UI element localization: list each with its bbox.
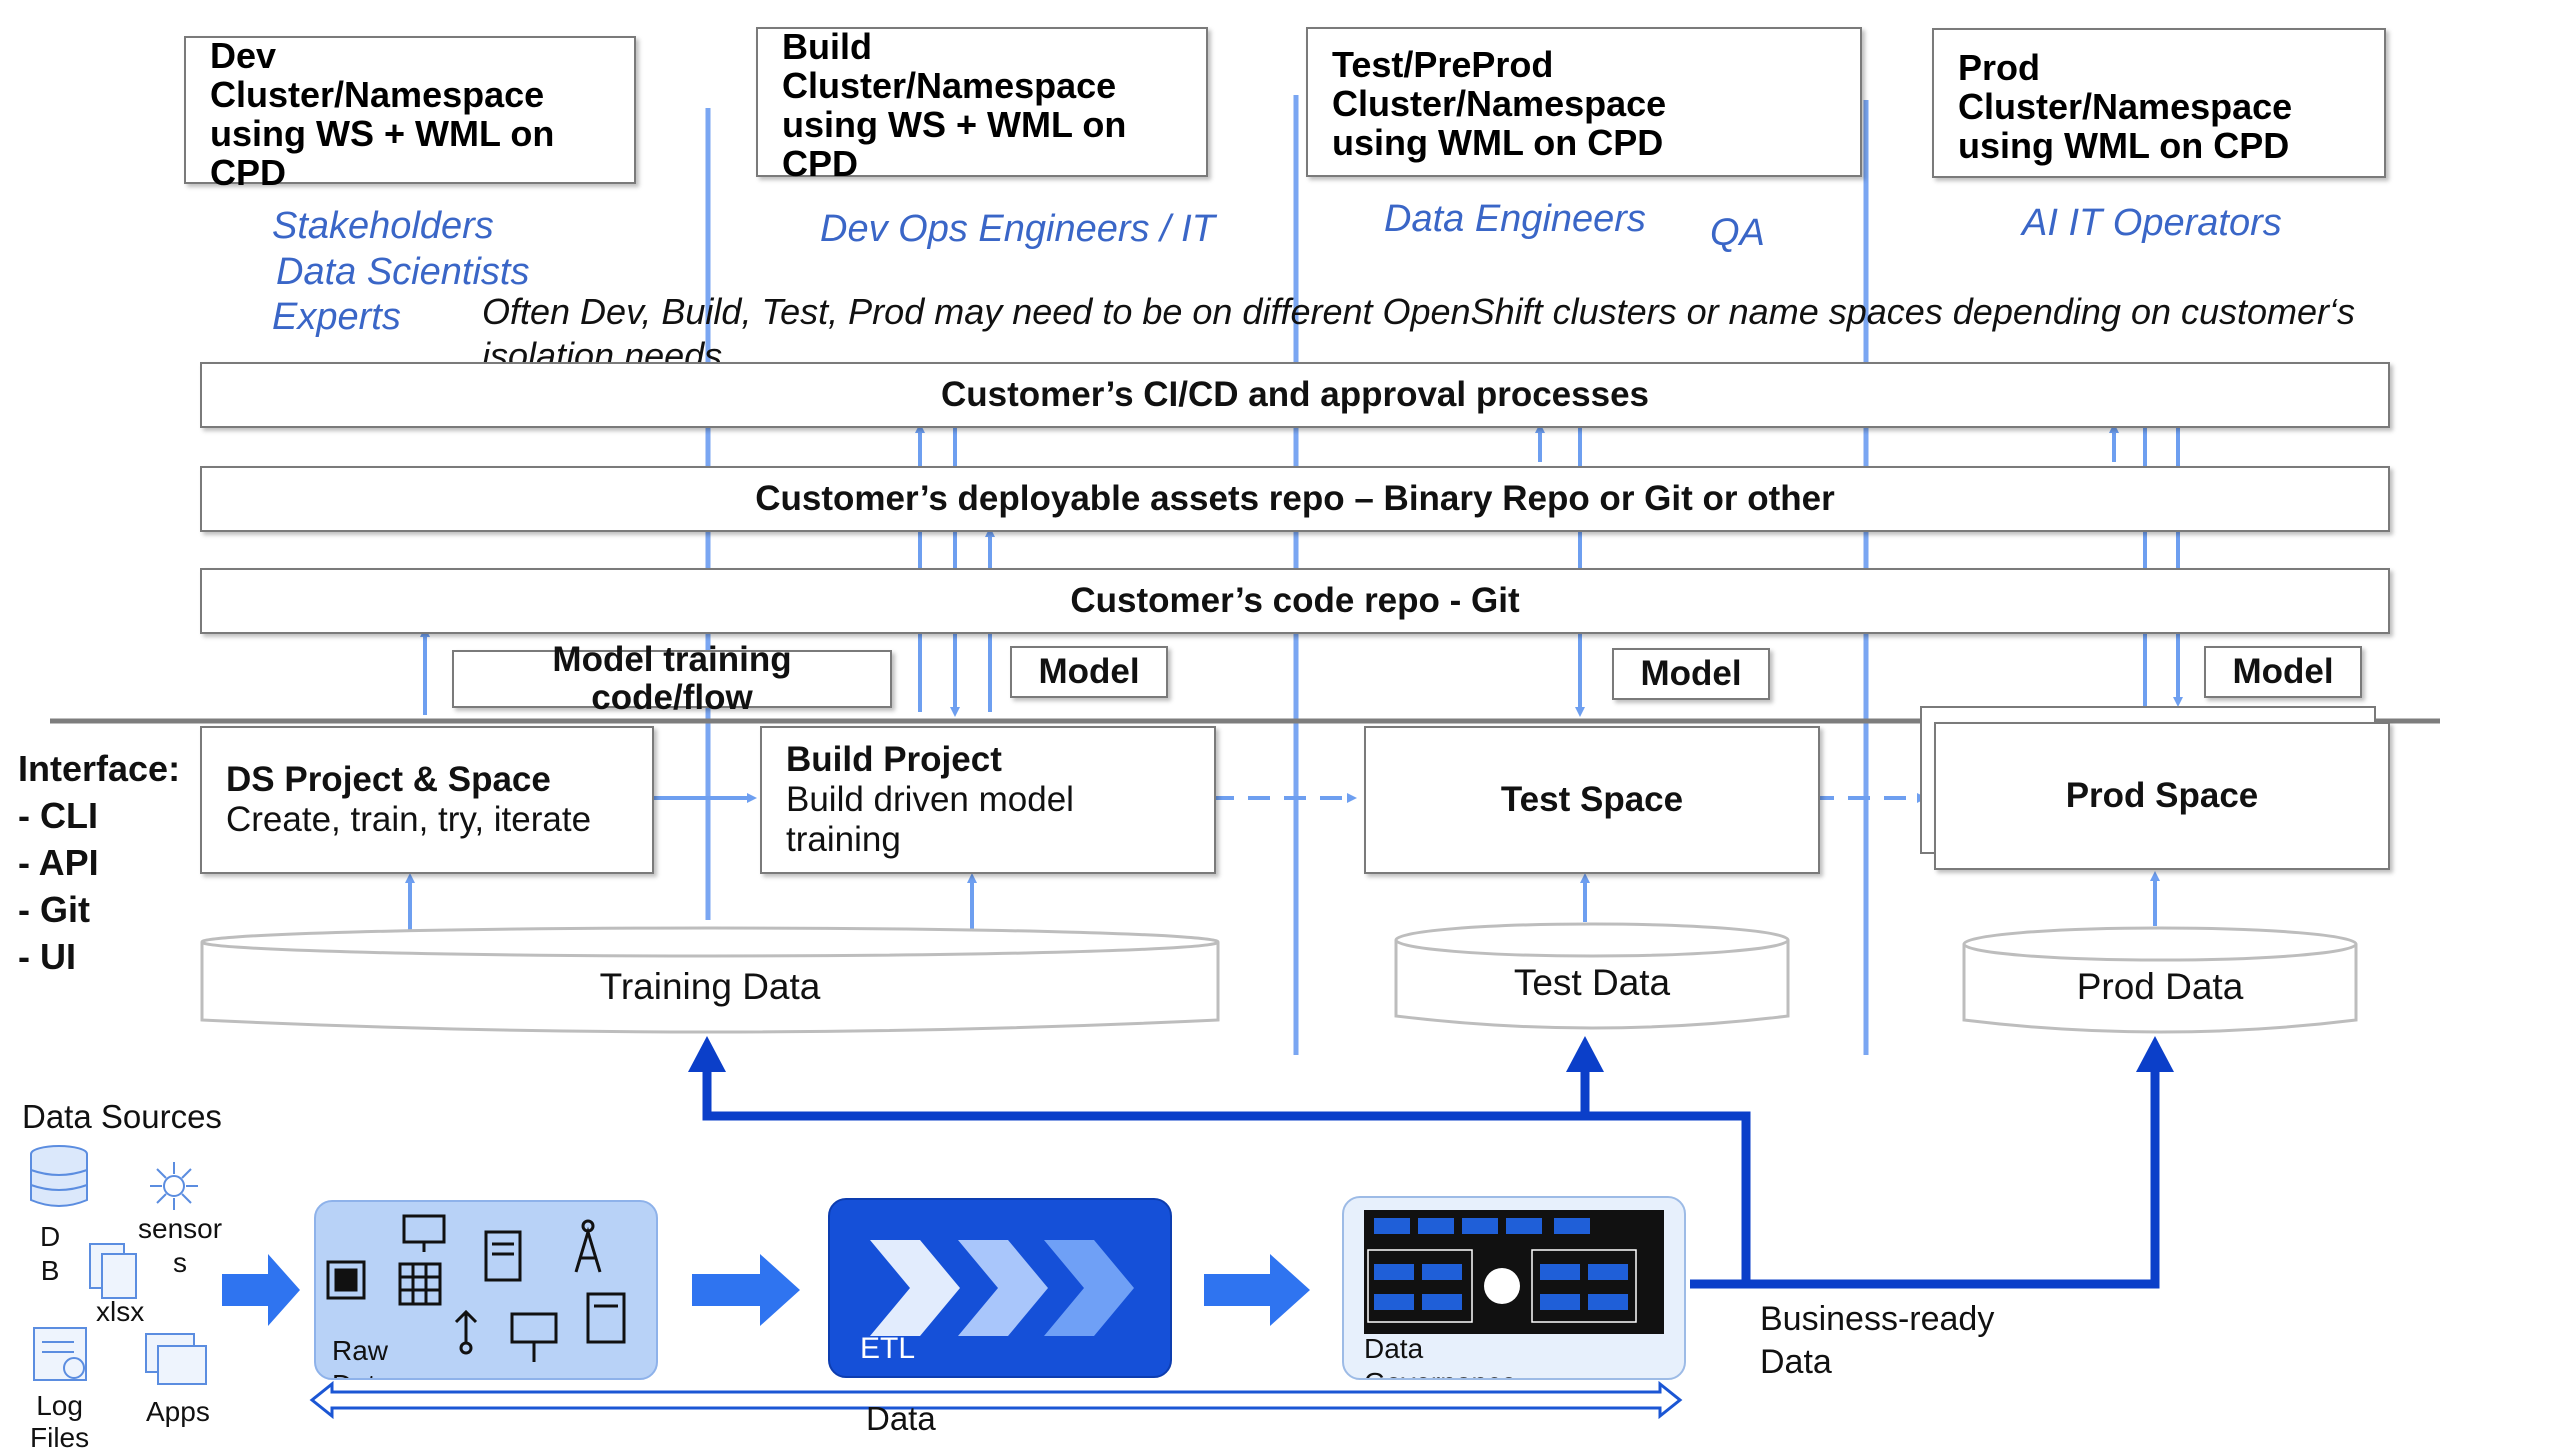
ds-project-title: DS Project & Space bbox=[226, 760, 551, 799]
prod-data-store: Prod Data bbox=[1962, 926, 2358, 1038]
role-experts: Experts bbox=[272, 296, 401, 338]
model-tag-prod: Model bbox=[2204, 646, 2362, 698]
apps-icon bbox=[142, 1330, 210, 1390]
db-label: D B bbox=[40, 1221, 61, 1286]
build-project-box: Build Project Build driven model trainin… bbox=[760, 726, 1216, 874]
interface-list: Interface: - CLI - API - Git - UI bbox=[18, 748, 181, 977]
cicd-bar-label: Customer’s CI/CD and approval processes bbox=[941, 375, 1649, 414]
test-space-box: Test Space bbox=[1364, 726, 1820, 874]
etl-chevrons-icon bbox=[870, 1240, 1134, 1336]
database-icon bbox=[28, 1144, 90, 1216]
prod-space-box: Prod Space bbox=[1934, 722, 2390, 870]
pipeline-arrows bbox=[222, 1254, 1310, 1326]
model-tag-build: Model bbox=[1010, 646, 1168, 698]
test-data-label: Test Data bbox=[1513, 962, 1671, 1003]
ds-project-box: DS Project & Space Create, train, try, i… bbox=[200, 726, 654, 874]
data-span-arrow bbox=[309, 1380, 1683, 1420]
env-title-dev: Dev Cluster/Namespace using WS + WML on … bbox=[210, 35, 555, 193]
business-data-arrowheads bbox=[688, 1036, 2174, 1072]
prod-data-label: Prod Data bbox=[2076, 966, 2244, 1007]
raw-data-icons bbox=[326, 1214, 626, 1362]
test-cylinder-shape bbox=[1394, 922, 1790, 1030]
role-devops: Dev Ops Engineers / IT bbox=[820, 208, 1215, 250]
role-data-scientists: Data Scientists bbox=[276, 251, 530, 293]
isolation-note: Often Dev, Build, Test, Prod may need to… bbox=[482, 291, 2356, 376]
env-box-build: Build Cluster/Namespace using WS + WML o… bbox=[756, 27, 1208, 183]
log-files-icon bbox=[30, 1324, 96, 1390]
training-data-store: Training Data bbox=[200, 926, 1220, 1038]
raw-data-label: Raw Data bbox=[332, 1335, 391, 1378]
assets-repo-bar: Customer’s deployable assets repo – Bina… bbox=[200, 466, 2390, 532]
apps-label: Apps bbox=[146, 1396, 210, 1427]
env-box-dev: Dev Cluster/Namespace using WS + WML on … bbox=[184, 36, 636, 192]
build-project-title: Build Project bbox=[786, 740, 1002, 779]
log-files-label: Log Files bbox=[30, 1390, 90, 1453]
data-span-label: Data bbox=[866, 1400, 936, 1437]
prod-cylinder-shape bbox=[1962, 926, 2358, 1034]
governance-diagram-icon bbox=[1364, 1210, 1664, 1334]
test-space-title: Test Space bbox=[1500, 780, 1684, 819]
model-tag-test: Model bbox=[1612, 648, 1770, 700]
etl-label: ETL bbox=[860, 1332, 916, 1365]
role-stakeholders: Stakeholders bbox=[272, 205, 494, 247]
training-data-label: Training Data bbox=[599, 966, 821, 1007]
env-title-build: Build Cluster/Namespace using WS + WML o… bbox=[782, 26, 1127, 184]
role-ai-it-operators: AI IT Operators bbox=[2022, 202, 2282, 244]
training-code-tag: Model training code/flow bbox=[452, 641, 892, 717]
role-qa: QA bbox=[1710, 212, 1765, 254]
ds-project-subtitle: Create, train, try, iterate bbox=[226, 800, 592, 839]
sensor-icon bbox=[146, 1158, 202, 1214]
xlsx-icon bbox=[86, 1240, 142, 1302]
raw-data-panel: Raw Data bbox=[314, 1200, 658, 1380]
data-sources-title: Data Sources bbox=[22, 1098, 222, 1135]
etl-panel: ETL bbox=[828, 1198, 1172, 1378]
env-box-test: Test/PreProd Cluster/Namespace using WML… bbox=[1306, 27, 1862, 177]
sensors-label: sensor s bbox=[138, 1213, 223, 1278]
training-cylinder-shape bbox=[200, 926, 1220, 1034]
env-title-prod: Prod Cluster/Namespace using WML on CPD bbox=[1958, 47, 2293, 166]
env-box-prod: Prod Cluster/Namespace using WML on CPD bbox=[1932, 28, 2386, 178]
build-project-subtitle: Build driven model training bbox=[786, 780, 1074, 859]
env-title-test: Test/PreProd Cluster/Namespace using WML… bbox=[1332, 44, 1667, 163]
business-data-flow bbox=[702, 1070, 2160, 1289]
assets-repo-bar-label: Customer’s deployable assets repo – Bina… bbox=[755, 479, 1835, 518]
governance-label: Data Governance bbox=[1364, 1333, 1517, 1378]
code-repo-bar-label: Customer’s code repo - Git bbox=[1070, 581, 1520, 620]
test-data-store: Test Data bbox=[1394, 922, 1790, 1034]
business-ready-label: Business-ready Data bbox=[1760, 1300, 1995, 1381]
cicd-bar: Customer’s CI/CD and approval processes bbox=[200, 362, 2390, 428]
code-repo-bar: Customer’s code repo - Git bbox=[200, 568, 2390, 634]
governance-panel: Data Governance bbox=[1342, 1196, 1686, 1380]
xlsx-label: xlsx bbox=[96, 1296, 145, 1327]
prod-space-title: Prod Space bbox=[2065, 776, 2259, 815]
role-data-engineers: Data Engineers bbox=[1384, 198, 1646, 240]
